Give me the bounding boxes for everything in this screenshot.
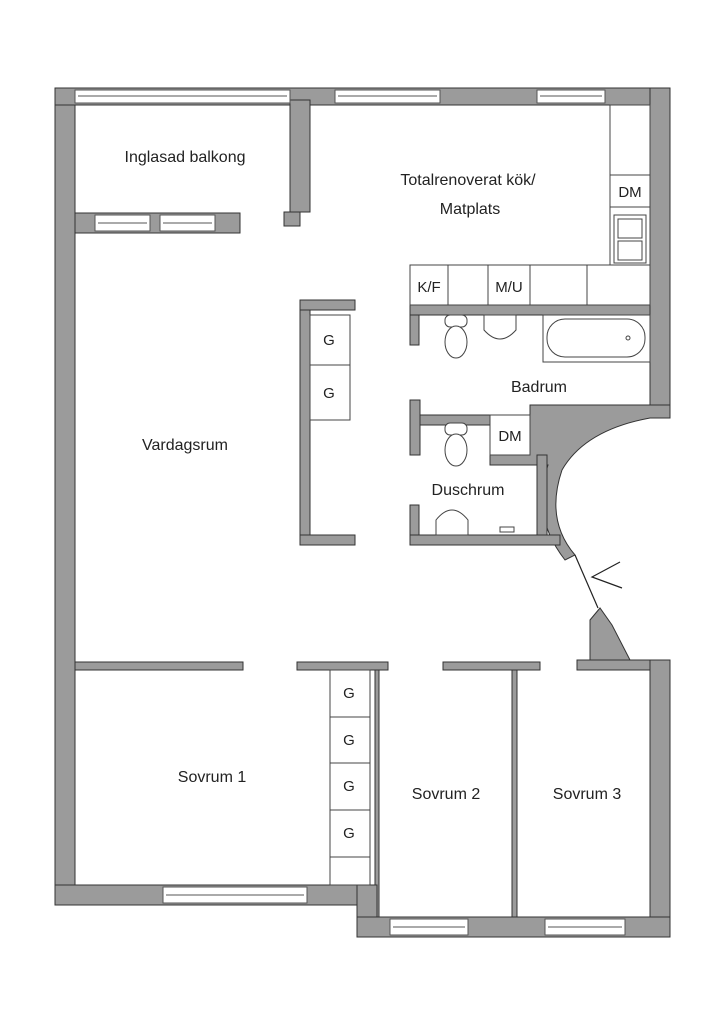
room-label-balcony: Inglasad balkong <box>125 149 246 166</box>
wardrobe-label: G <box>343 732 355 749</box>
room-label-kitchen: Totalrenoverat kök/ <box>400 172 536 189</box>
wardrobe-label: G <box>343 825 355 842</box>
room-label-bedroom-2: Sovrum 2 <box>412 786 481 803</box>
windows <box>74 89 626 936</box>
entrance-arrow-icon <box>574 554 623 609</box>
dishwasher-label: DM <box>618 184 641 201</box>
wardrobe-label: G <box>343 685 355 702</box>
room-label-living: Vardagsrum <box>142 437 228 454</box>
wardrobe-label: G <box>343 778 355 795</box>
washer-label: DM <box>498 428 521 445</box>
room-label-bath: Badrum <box>511 379 567 396</box>
wardrobe-label: G <box>323 385 335 402</box>
microwave-oven-label: M/U <box>495 279 523 296</box>
bath-fixtures <box>435 314 651 536</box>
room-label-kitchen-2: Matplats <box>440 201 500 218</box>
fridge-freezer-label: K/F <box>417 279 440 296</box>
room-label-shower: Duschrum <box>432 482 505 499</box>
wardrobes <box>309 314 371 886</box>
room-label-bedroom-3: Sovrum 3 <box>553 786 622 803</box>
room-label-bedroom-1: Sovrum 1 <box>178 769 247 786</box>
kitchen-counter <box>409 104 651 306</box>
wardrobe-label: G <box>323 332 335 349</box>
